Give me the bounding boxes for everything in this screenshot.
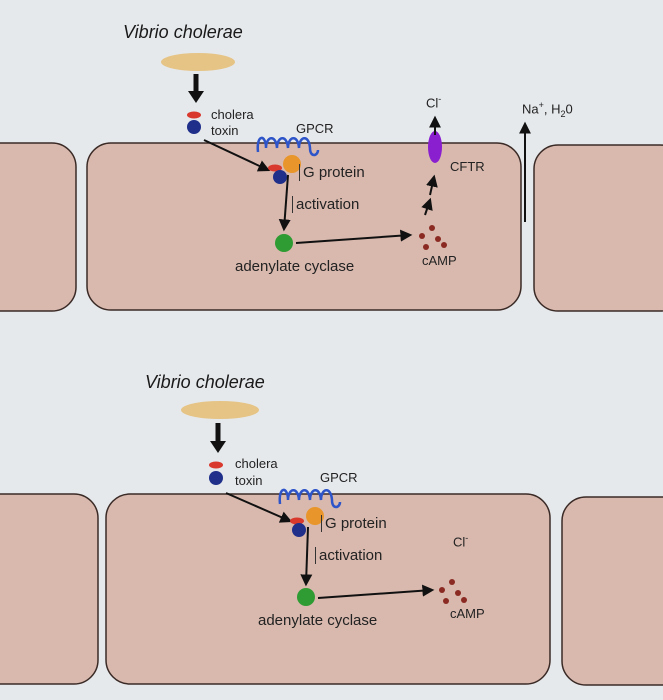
toxin-b-bound-1 [273, 170, 287, 184]
camp-dots-2 [439, 579, 467, 604]
toxin-a-bound-2 [290, 517, 304, 525]
gpcr-label-1: GPCR [296, 121, 334, 136]
g-protein-2 [306, 507, 324, 525]
adenylate-cyclase-label-1: adenylate cyclase [235, 258, 355, 275]
camp-dots-1 [419, 225, 447, 250]
cl-label-2: Cl- [453, 533, 469, 550]
toxin-to-gprotein-arrow-1 [203, 139, 271, 172]
right-cell-2 [561, 496, 663, 686]
camp-to-cftr-arrow-a [421, 197, 433, 216]
adenylate-cyclase-2 [297, 588, 315, 606]
na-water-label-1: Na+, H20 [522, 100, 573, 119]
g-protein-label-1: G protein [299, 164, 365, 181]
toxin-label-line2-2: toxin [235, 473, 263, 488]
right-cell-1 [533, 144, 663, 312]
toxin-label-line1-2: cholera [235, 456, 278, 471]
cl-label-1: Cl- [426, 94, 442, 111]
gprotein-to-ac-arrow-1 [278, 174, 291, 232]
camp-label-1: cAMP [422, 253, 457, 268]
gprotein-to-ac-arrow-2 [300, 526, 313, 587]
toxin-label-line1-1: cholera [211, 107, 254, 122]
gpcr-label-2: GPCR [320, 470, 358, 485]
left-cell-2 [0, 493, 99, 685]
activation-label-2: activation [315, 547, 382, 564]
title-2: Vibrio cholerae [145, 372, 265, 392]
toxin-a-subunit-2 [209, 461, 223, 469]
bacterium-arrow-head-2 [210, 441, 226, 453]
toxin-to-gprotein-arrow-2 [225, 492, 293, 523]
center-cell-1 [86, 142, 522, 311]
ac-to-camp-arrow-1 [295, 229, 413, 244]
adenylate-cyclase-1 [275, 234, 293, 252]
bacterium-2 [181, 401, 259, 419]
toxin-a-bound-1 [268, 164, 282, 172]
left-cell-1 [0, 142, 77, 312]
cftr-channel-1 [428, 131, 442, 163]
toxin-label-line2-1: toxin [211, 123, 239, 138]
camp-label-2: cAMP [450, 606, 485, 621]
camp-to-cftr-arrow-b [426, 174, 438, 196]
toxin-b-subunit-2 [209, 471, 223, 485]
toxin-a-subunit-1 [187, 111, 201, 119]
bacterium-arrow-head-1 [188, 91, 204, 103]
activation-label-1: activation [292, 196, 359, 213]
toxin-b-bound-2 [292, 523, 306, 537]
adenylate-cyclase-label-2: adenylate cyclase [258, 612, 378, 629]
ac-to-camp-arrow-2 [317, 584, 435, 599]
gpcr-1 [256, 136, 320, 157]
center-cell-2 [105, 493, 551, 685]
cftr-label-1: CFTR [450, 159, 485, 174]
g-protein-label-2: G protein [321, 515, 387, 532]
gpcr-2 [278, 488, 342, 509]
bacterium-1 [161, 53, 235, 71]
toxin-b-subunit-1 [187, 120, 201, 134]
g-protein-1 [283, 155, 301, 173]
title-1: Vibrio cholerae [123, 22, 243, 42]
